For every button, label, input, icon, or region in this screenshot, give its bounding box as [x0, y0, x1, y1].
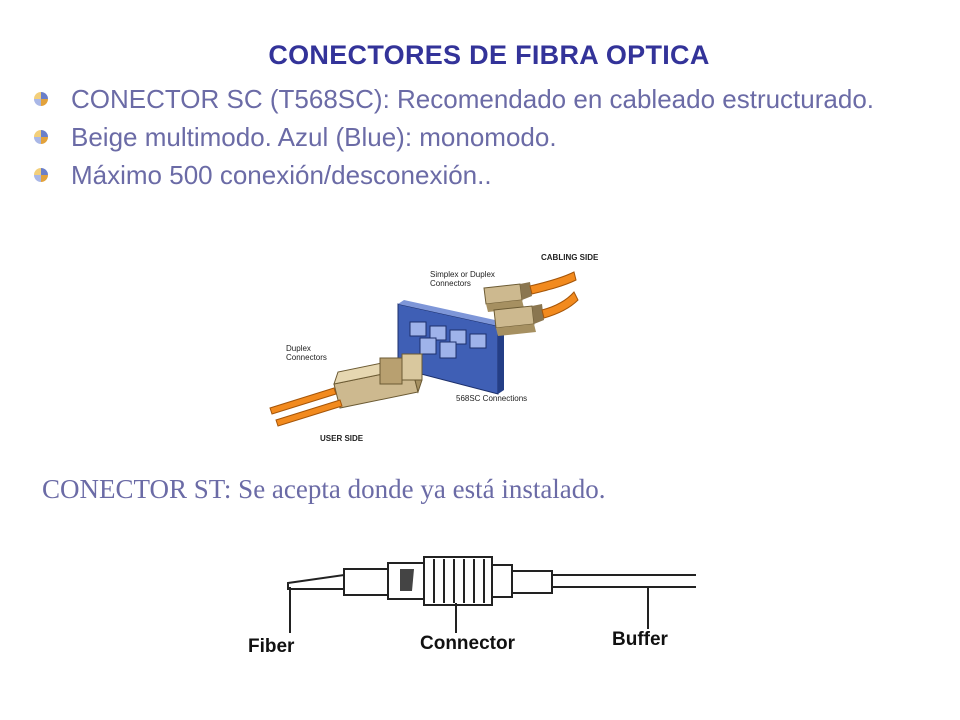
st-connector-caption: CONECTOR ST: Se acepta donde ya está ins…	[42, 474, 606, 504]
bullet-icon	[34, 168, 48, 182]
bullet-item: Beige multimodo. Azul (Blue): monomodo.	[34, 122, 914, 153]
bullet-text: Beige multimodo. Azul (Blue): monomodo.	[71, 122, 557, 152]
cabling-side-label: CABLING SIDE	[541, 253, 599, 262]
slide-title: CONECTORES DE FIBRA OPTICA	[268, 40, 710, 70]
connector-label: Connector	[420, 633, 516, 654]
bullet-text: CONECTOR SC (T568SC): Recomendado en cab…	[71, 84, 875, 114]
user-side-duplex-connector	[269, 353, 423, 427]
fiber-label: Fiber	[248, 636, 295, 657]
buffer-label: Buffer	[612, 629, 669, 650]
bullet-icon	[34, 92, 48, 106]
bullet-text: Máximo 500 conexión/desconexión..	[71, 160, 492, 190]
cabling-side-connectors	[483, 271, 579, 336]
st-connector-diagram: Fiber Connector Buffer	[248, 556, 696, 657]
bullet-icon	[34, 130, 48, 144]
duplex-label-line2: Connectors	[286, 353, 327, 362]
bullet-item: Máximo 500 conexión/desconexión..	[34, 160, 914, 191]
duplex-label: Duplex	[286, 344, 311, 353]
bullet-item: CONECTOR SC (T568SC): Recomendado en cab…	[34, 84, 914, 115]
simplex-duplex-label: Simplex or Duplex	[430, 270, 495, 279]
sc-connector-diagram: CABLING SIDE Simplex or Duplex Connector…	[269, 253, 599, 443]
user-side-label: USER SIDE	[320, 434, 364, 443]
bullet-list: CONECTOR SC (T568SC): Recomendado en cab…	[34, 84, 914, 198]
connector-body	[343, 568, 389, 596]
simplex-duplex-label-line2: Connectors	[430, 279, 471, 288]
connections-label: 568SC Connections	[456, 394, 527, 403]
panel-ports	[409, 321, 487, 359]
fiber-tip	[287, 573, 345, 590]
